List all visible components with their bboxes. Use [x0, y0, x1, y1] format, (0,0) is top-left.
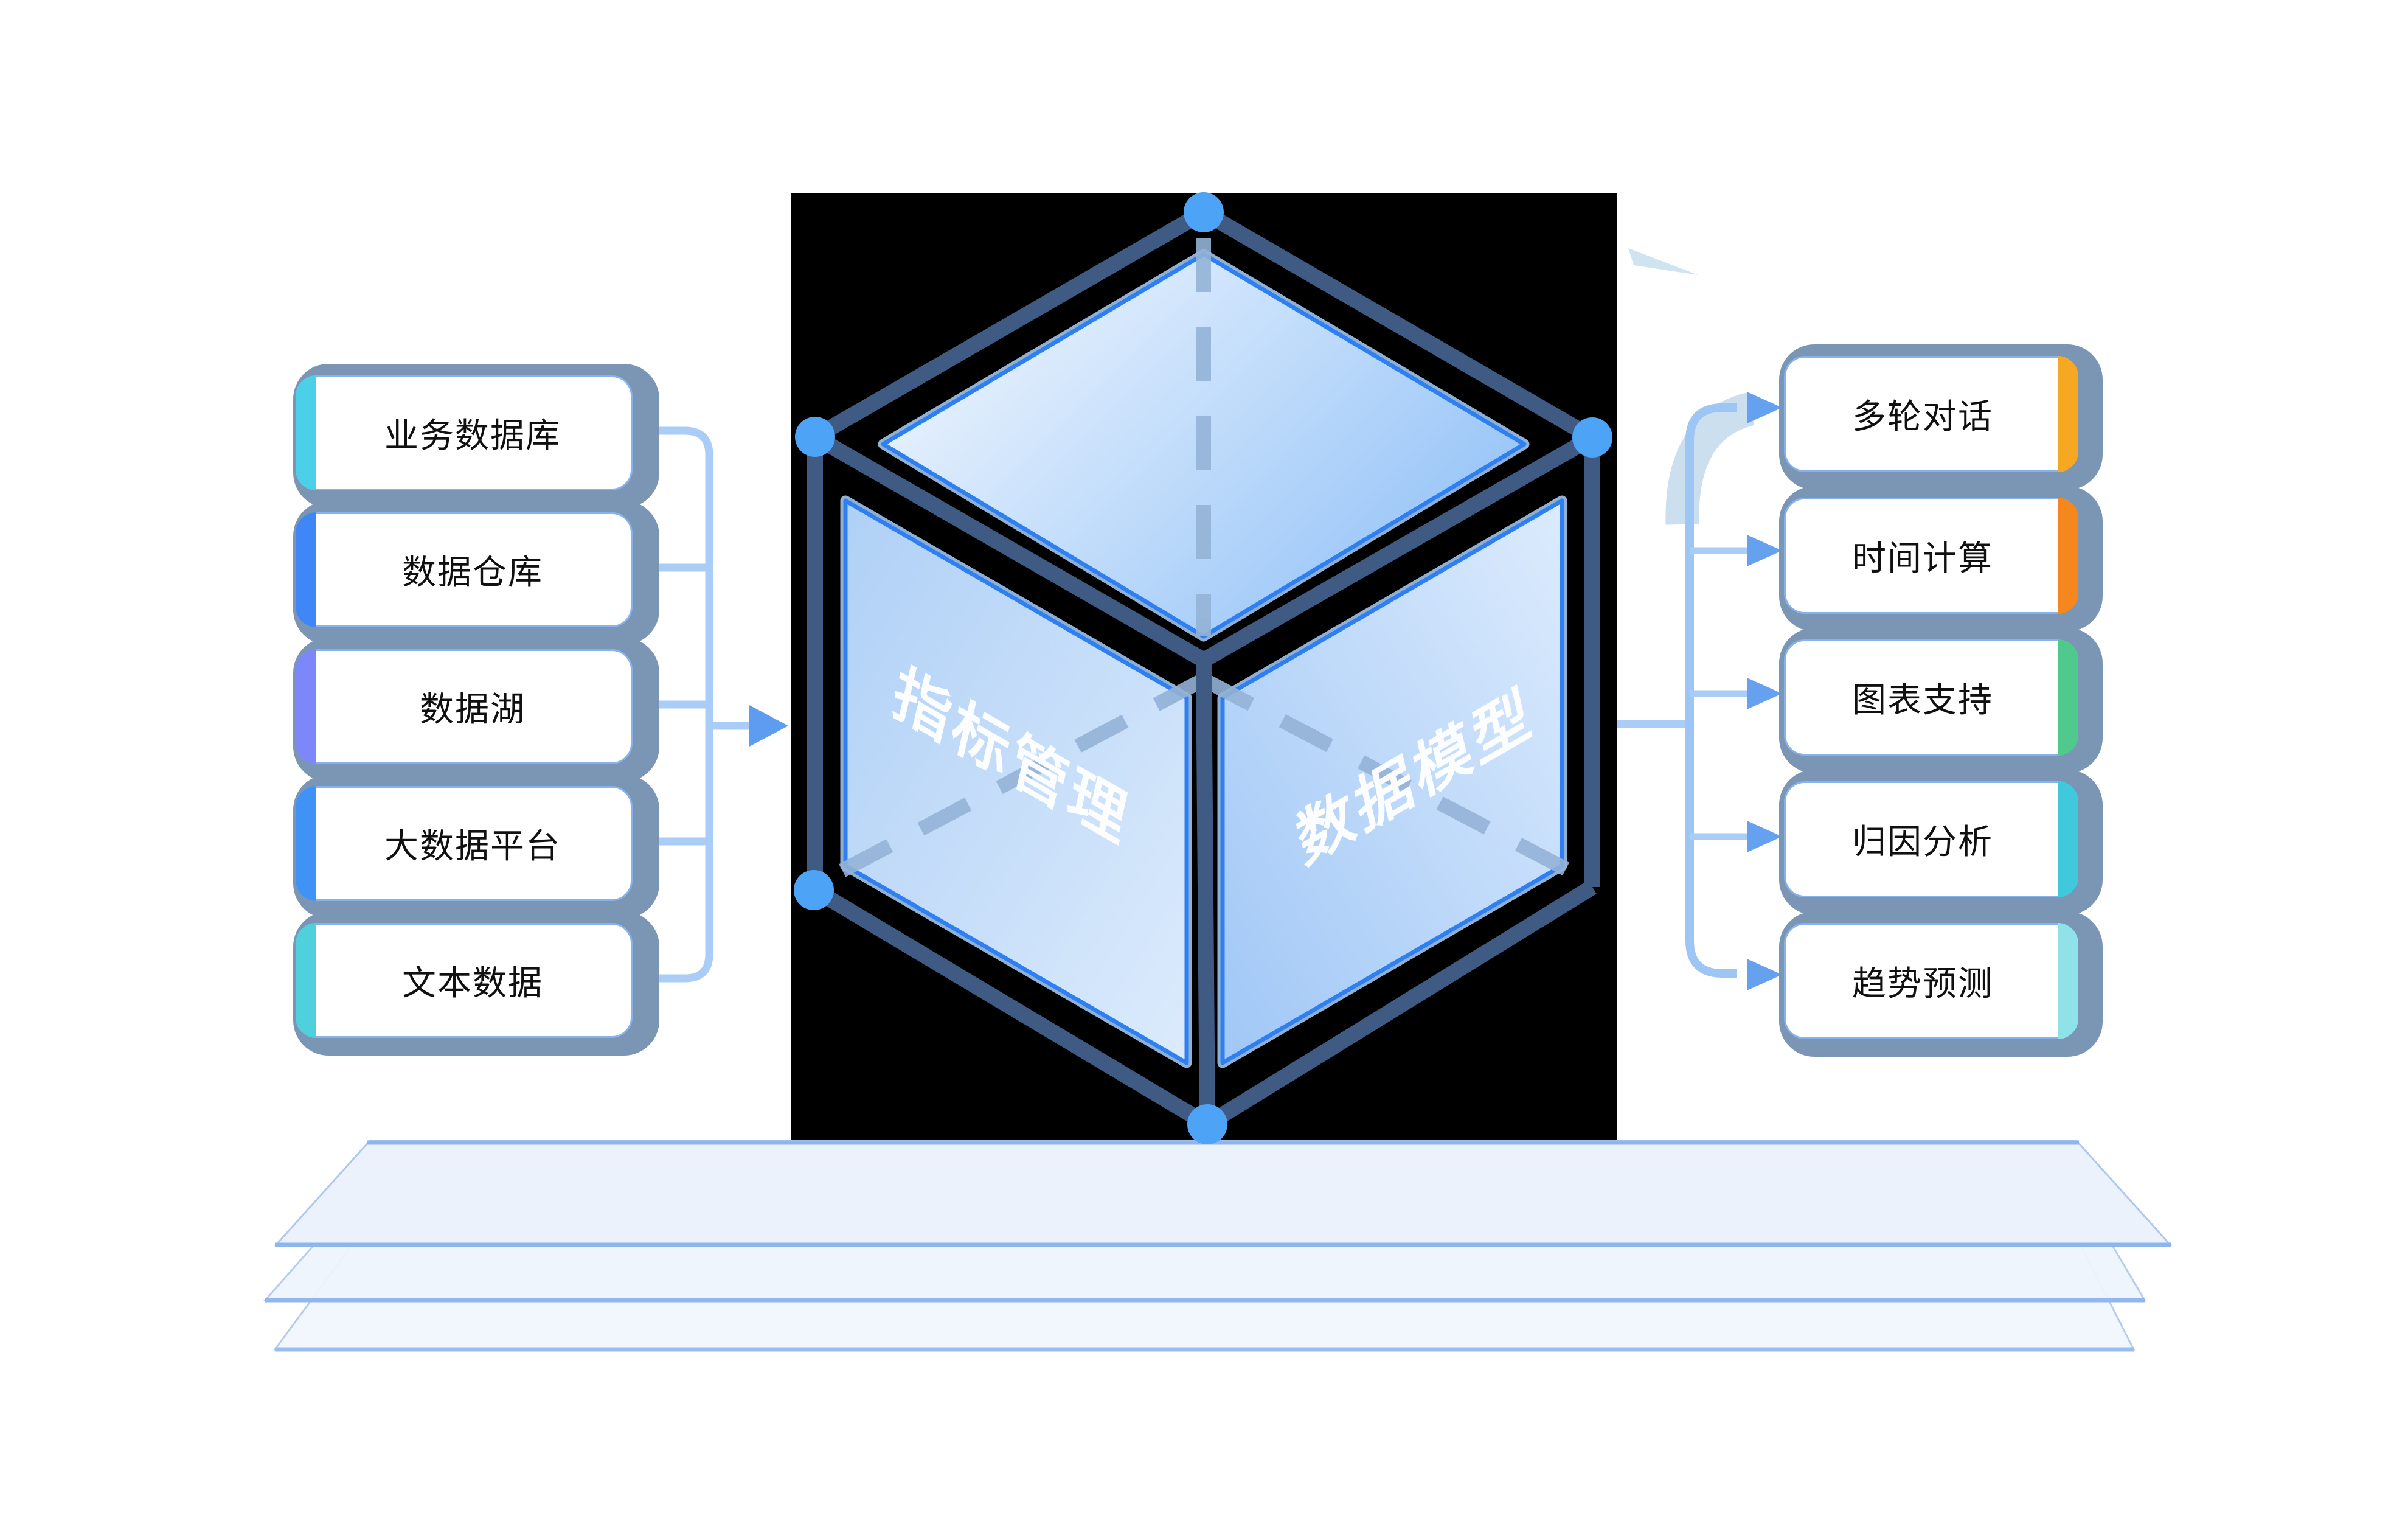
swoosh-sliver: [1628, 248, 1698, 275]
vertex-dot: [1184, 192, 1224, 232]
vertex-dot: [1572, 417, 1612, 458]
vertex-dot: [1187, 1104, 1227, 1144]
accent-strip: [2058, 498, 2078, 614]
node-label: 趋势预测: [1852, 964, 1993, 1003]
accent-strip: [296, 375, 316, 490]
cube-wireframe: [807, 205, 1600, 1132]
accent-strip: [2058, 356, 2078, 472]
node-label: 图表支持: [1852, 681, 1993, 719]
node-label: 文本数据: [402, 964, 543, 1002]
arrowhead-icon: [1747, 535, 1782, 566]
arrowhead-icon: [1747, 678, 1782, 709]
capability-node-attribution: 归因分析: [1784, 781, 2078, 897]
arrowhead-icon: [1747, 821, 1782, 852]
source-node-bigdata-platform: 大数据平台: [296, 786, 633, 901]
right-arrowheads: [1747, 392, 1782, 990]
node-label: 数据湖: [420, 690, 526, 728]
hidden-edge-left: [814, 673, 1207, 890]
accent-strip: [2058, 923, 2078, 1039]
cube-vertex-dots: [794, 192, 1612, 1144]
source-node-business-db: 业务数据库: [296, 375, 633, 490]
capability-node-time-calc: 时间计算: [1784, 498, 2078, 614]
vertex-dot: [795, 417, 835, 457]
cube: [794, 192, 1612, 1144]
capability-node-chart-support: 图表支持: [1784, 639, 2078, 756]
node-label: 时间计算: [1852, 539, 1993, 577]
swoosh-wing: [1665, 392, 1755, 525]
node-label: 数据仓库: [402, 553, 543, 591]
vertex-dot: [794, 870, 834, 910]
left-arrowhead-icon: [749, 705, 788, 747]
source-node-text-data: 文本数据: [296, 923, 633, 1038]
accent-strip: [296, 786, 316, 901]
accent-strip: [296, 512, 316, 627]
left-connector: [657, 426, 751, 983]
capability-node-multiturn-dialog: 多轮对话: [1784, 356, 2078, 472]
capability-node-trend-forecast: 趋势预测: [1784, 923, 2078, 1039]
platform-sheet-front: [274, 1140, 2173, 1246]
accent-strip: [296, 649, 316, 764]
arrowhead-icon: [1747, 392, 1782, 423]
source-node-data-lake: 数据湖: [296, 649, 633, 764]
platform-sheets: [263, 1140, 2173, 1352]
accent-strip: [296, 923, 316, 1038]
node-label: 业务数据库: [384, 416, 561, 454]
accent-strip: [2058, 639, 2078, 756]
node-label: 多轮对话: [1852, 397, 1993, 436]
accent-strip: [2058, 781, 2078, 897]
arrowhead-icon: [1747, 959, 1782, 990]
node-label: 归因分析: [1852, 823, 1993, 861]
hidden-edge-right: [1200, 673, 1592, 888]
source-node-data-warehouse: 数据仓库: [296, 512, 633, 627]
right-connector: [1617, 403, 1747, 978]
node-label: 大数据平台: [384, 827, 561, 865]
